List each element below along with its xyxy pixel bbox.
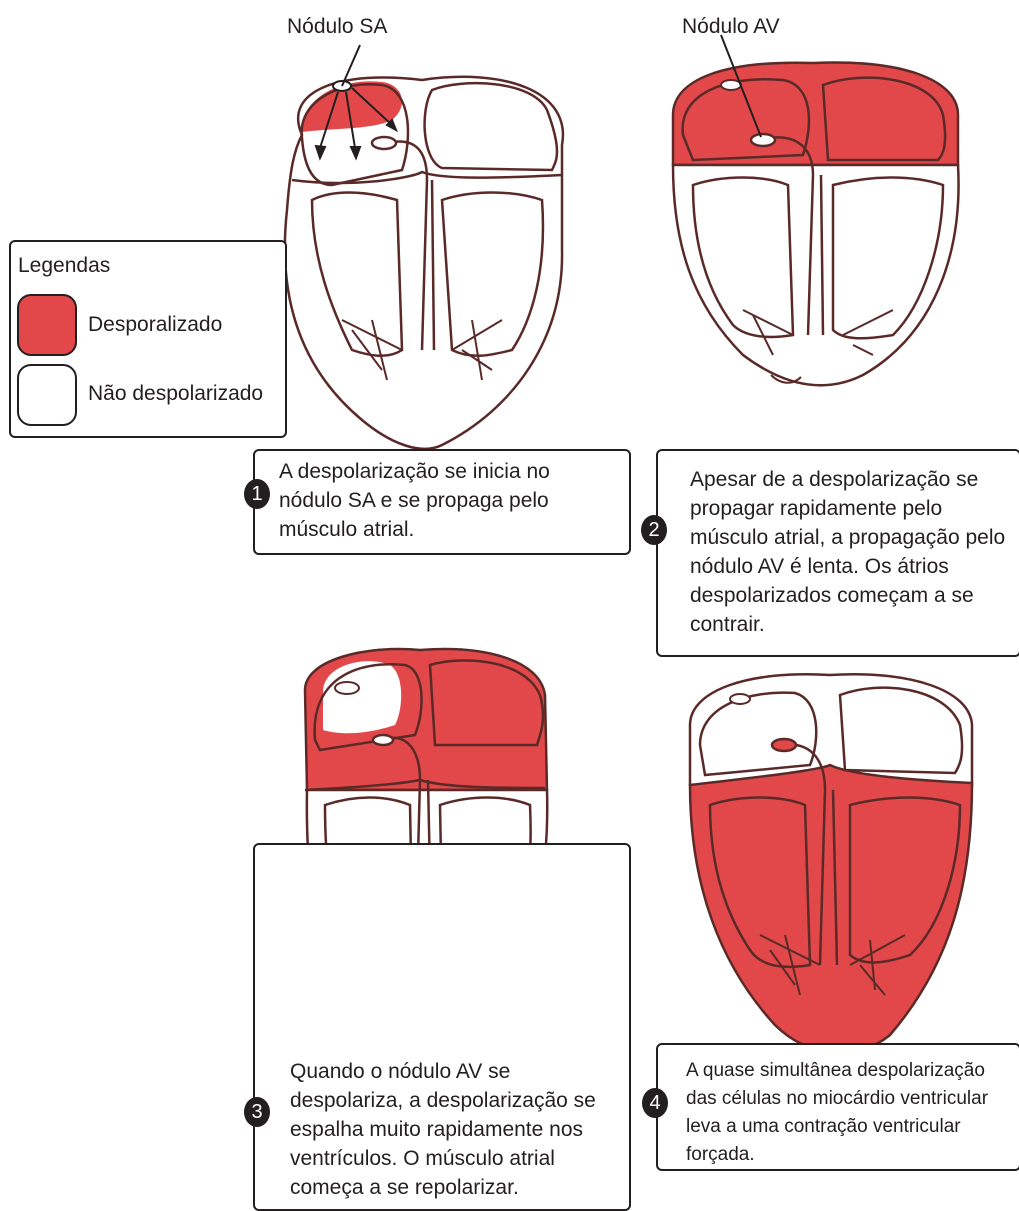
av-node-label: Nódulo AV xyxy=(682,14,780,40)
step-2-number: 2 xyxy=(641,515,667,545)
ventricles-depolarized-region xyxy=(690,765,972,1053)
step-1-number: 1 xyxy=(244,479,270,509)
step-3-number: 3 xyxy=(244,1097,270,1127)
legend-swatch-not-depolarized xyxy=(17,364,77,426)
atria-depolarized-region xyxy=(673,63,958,165)
heart-diagram-1 xyxy=(272,50,582,460)
sa-node-label: Nódulo SA xyxy=(287,14,387,40)
step-2-text: Apesar de a despolarização se propagar r… xyxy=(690,465,1015,639)
legend-swatch-depolarized xyxy=(17,294,77,356)
heart-diagram-2 xyxy=(663,55,973,395)
legend-label-not-depolarized: Não despolarizado xyxy=(88,381,263,407)
heart-diagram-4 xyxy=(680,665,980,1065)
step-4-text: A quase simultânea despolarização das cé… xyxy=(686,1057,1016,1169)
step-3-text: Quando o nódulo AV se despolariza, a des… xyxy=(290,1057,620,1202)
legend-title: Legendas xyxy=(18,254,110,278)
legend-label-depolarized: Desporalizado xyxy=(88,312,222,338)
step-1-text: A despolarização se inicia no nódulo SA … xyxy=(279,457,609,544)
step-4-number: 4 xyxy=(642,1088,668,1118)
